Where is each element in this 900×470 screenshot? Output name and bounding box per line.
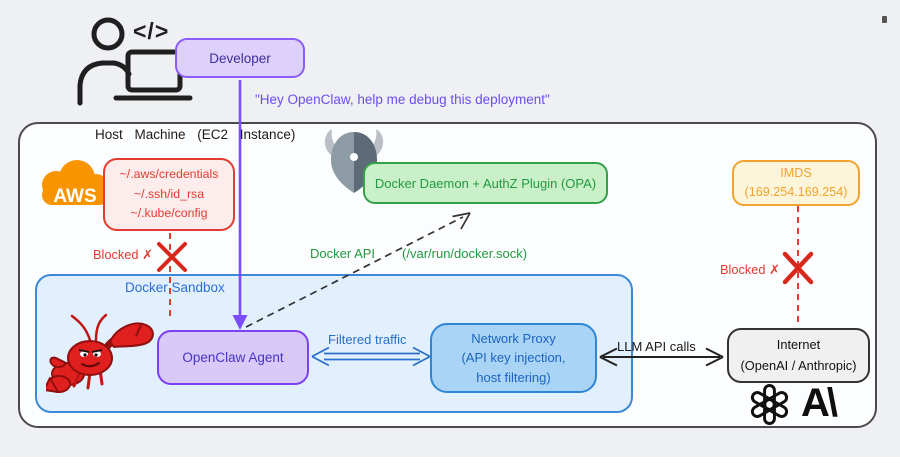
imds-title: IMDS <box>780 166 812 181</box>
network-proxy-line1: Network Proxy <box>471 330 556 346</box>
openai-logo-icon <box>750 384 789 425</box>
code-icon: </> <box>133 18 170 44</box>
docker-api-name: Docker API <box>310 246 376 261</box>
imds-box: IMDS (169.254.169.254) <box>732 160 860 206</box>
docker-daemon-label: Docker Daemon + AuthZ Plugin (OPA) <box>374 175 597 191</box>
lobster-icon <box>46 313 154 393</box>
openclaw-agent-label: OpenClaw Agent <box>182 350 284 365</box>
openclaw-agent-box: OpenClaw Agent <box>157 330 309 385</box>
developer-box: Developer <box>175 38 305 78</box>
page-edge <box>0 457 900 470</box>
credentials-box: ~/.aws/credentials ~/.ssh/id_rsa ~/.kube… <box>103 158 235 231</box>
internet-box: Internet (OpenAI / Anthropic) <box>727 328 870 383</box>
docker-sandbox-label: Docker Sandbox <box>125 280 225 295</box>
network-proxy-line2: (API key injection, <box>461 350 566 366</box>
internet-label: Internet <box>776 337 821 353</box>
cursor-artifact <box>882 16 887 23</box>
credential-item: ~/.ssh/id_rsa <box>133 186 205 201</box>
network-proxy-box: Network Proxy (API key injection, host f… <box>430 323 597 393</box>
credential-item: ~/.aws/credentials <box>119 166 219 181</box>
svg-text:AWS: AWS <box>53 186 96 207</box>
blocked-credentials-label: Blocked ✗ <box>93 247 153 262</box>
docker-api-label: Docker API (/var/run/docker.sock) <box>310 246 527 261</box>
host-machine-title: Host Machine (EC2 Instance) <box>95 127 296 142</box>
imds-ip: (169.254.169.254) <box>744 185 848 199</box>
internet-providers-label: (OpenAI / Anthropic) <box>740 357 857 373</box>
filtered-traffic-label: Filtered traffic <box>328 332 407 347</box>
llm-api-calls-label: LLM API calls <box>617 339 696 354</box>
docker-socket-label: (/var/run/docker.sock) <box>402 246 528 261</box>
blocked-imds-label: Blocked ✗ <box>720 262 780 277</box>
network-proxy-line3: host filtering) <box>476 369 551 385</box>
opa-helmet-icon <box>324 129 384 193</box>
credential-item: ~/.kube/config <box>130 206 208 221</box>
developer-label: Developer <box>209 50 271 66</box>
quote-text: "Hey OpenClaw, help me debug this deploy… <box>255 92 550 107</box>
anthropic-logo-icon: A\ <box>801 381 838 425</box>
docker-daemon-box: Docker Daemon + AuthZ Plugin (OPA) <box>363 162 608 204</box>
aws-cloud-icon: AWS <box>42 160 109 207</box>
